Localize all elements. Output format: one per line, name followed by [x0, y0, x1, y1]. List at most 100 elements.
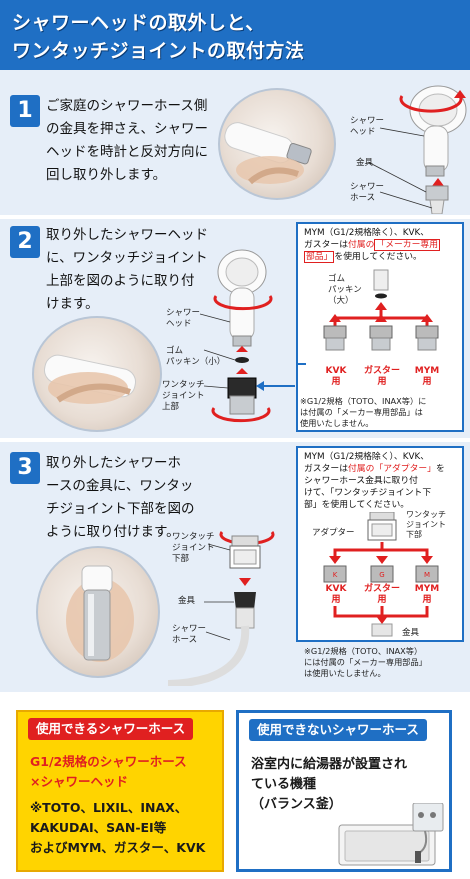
- note-line: MYM（G1/2規格除く）、KVK、: [304, 228, 430, 238]
- unusable-text: 浴室内に給湯器が設置され ている機種 （バランス釜）: [251, 755, 447, 815]
- header-title-line2: ワンタッチジョイントの取付方法: [12, 40, 305, 62]
- svg-text:G: G: [379, 571, 384, 579]
- hand-holding-joint-illustration: [66, 565, 134, 662]
- step2-maker-note: MYM（G1/2規格除く）、KVK、 ガスターは付属の「メーカー専用 部品」を使…: [296, 222, 464, 432]
- note-line: ガスターは付属の「メーカー専用: [304, 239, 462, 251]
- label-line: 用: [422, 377, 432, 387]
- label-line: ジョイント: [172, 543, 215, 553]
- step1-line: の金具を押さえ、シャワー: [46, 121, 208, 137]
- note-line: シャワーホース金具に取り付: [304, 476, 418, 486]
- step3-number: 3: [10, 452, 40, 484]
- adapter-parts-diagram: K G M: [323, 512, 439, 637]
- rotate-arrow-icon: [399, 95, 463, 113]
- shower-head-icon: [409, 85, 467, 177]
- step1-text: ご家庭のシャワーホース側 の金具を押さえ、シャワー ヘッドを時計と反対方向に 回…: [46, 95, 256, 187]
- label-line: パッキン（小）: [166, 357, 226, 367]
- step2-number: 2: [10, 226, 40, 258]
- label-line: シャワー: [350, 116, 385, 126]
- note-span: ガスターは: [304, 464, 348, 474]
- step3-hose-label: シャワーホース: [172, 624, 206, 646]
- step2-line: 取り外したシャワーヘッド: [46, 227, 208, 243]
- label-line: ゴム: [166, 346, 184, 356]
- note-span: ガスターは: [304, 240, 348, 250]
- label-line: ジョイント: [162, 391, 205, 401]
- usable-hose-box: 使用できるシャワーホース G1/2規格のシャワーホース ×シャワーヘッド ※TO…: [16, 710, 224, 872]
- joint-upper-icon: [227, 377, 257, 415]
- note-line: けて、「ワンタッチジョイント下: [304, 488, 432, 498]
- footnote-line: は使用いたしません。: [304, 668, 386, 678]
- footnote-line: には付属の「メーカー専用部品」: [304, 657, 427, 667]
- label-line: シャワー: [172, 624, 207, 634]
- step3-line: チジョイント下部を図の: [46, 501, 195, 517]
- step3-text: 取り外したシャワーホ ースの金具に、ワンタッ チジョイント下部を図の ように取り…: [46, 452, 236, 544]
- note-span-red: 付属の「アダプター」: [348, 464, 436, 474]
- step2-head-label: シャワーヘッド: [166, 308, 200, 330]
- note-gasket-label: ゴムパッキン（大）: [328, 274, 362, 307]
- unusable-line: 浴室内に給湯器が設置され: [251, 757, 408, 772]
- note-span: を使用してください。: [334, 252, 422, 262]
- balance-boiler-bath-illustration: [338, 803, 444, 866]
- hose-fitting-icon: [371, 623, 393, 637]
- footnote-line: ※G1/2規格（TOTO、INAX等）: [304, 646, 423, 656]
- step3-fitting-label: 金具: [178, 596, 196, 606]
- up-arrow-icon: [236, 346, 248, 352]
- label-line: ホース: [172, 635, 198, 645]
- step2-gasket-label: ゴムパッキン（小）: [166, 346, 225, 368]
- up-arrow-icon: [236, 368, 248, 374]
- label-line: シャワー: [350, 182, 385, 192]
- unusable-line: ている機種: [251, 777, 317, 792]
- gaster-part-icon: [369, 325, 393, 351]
- usable-line: ×シャワーヘッド: [30, 774, 128, 789]
- small-gasket-icon: [235, 357, 249, 363]
- label-line: 用: [377, 595, 387, 605]
- step1-parts-diagram: [367, 85, 467, 214]
- step1-fitting-label: 金具: [356, 158, 374, 168]
- note-line: ガスターは付属の「アダプター」を: [304, 463, 462, 475]
- note-span-boxed: 「メーカー専用: [374, 239, 440, 251]
- note-line: 部品」を使用してください。: [304, 251, 462, 263]
- label-line: 下部: [172, 554, 190, 564]
- kvk-part-icon: [323, 325, 347, 351]
- usable-text: G1/2規格のシャワーホース ×シャワーヘッド ※TOTO、LIXIL、INAX…: [30, 752, 220, 858]
- step2-text: 取り外したシャワーヘッド に、ワンタッチジョイント 上部を図のように取り付 けま…: [46, 224, 228, 316]
- adapter-label: アダプター: [312, 528, 355, 538]
- opt-gaster-label: ガスター用: [363, 366, 400, 387]
- step3-footnote: ※G1/2規格（TOTO、INAX等） には付属の「メーカー専用部品」 は使用い…: [304, 646, 466, 679]
- step2-joint-label: ワンタッチジョイント上部: [162, 380, 205, 413]
- mym-adapter-icon: M: [415, 565, 439, 583]
- hose-fitting-icon: [234, 592, 256, 629]
- note-line: MYM（G1/2規格除く）、KVK、: [304, 452, 430, 462]
- label-line: MYM: [414, 366, 440, 376]
- step1-line: 回し取り外します。: [46, 167, 167, 183]
- label-line: 用: [331, 377, 341, 387]
- step1-line: ご家庭のシャワーホース側: [46, 98, 208, 114]
- label-line: （大）: [328, 296, 354, 306]
- svg-text:M: M: [424, 571, 430, 579]
- label-line: ワンタッチ: [406, 510, 446, 519]
- label-line: ガスター: [364, 584, 401, 594]
- label-line: MYM: [414, 584, 440, 594]
- usable-line: G1/2規格のシャワーホース: [30, 754, 187, 769]
- opt-gaster-label: ガスター用: [364, 584, 400, 606]
- joint-lower-icon: [229, 535, 261, 569]
- left-arrow-icon: [256, 381, 264, 391]
- step1-hand-photo: [218, 88, 336, 200]
- note-fitting-label: 金具: [402, 628, 420, 638]
- step1-line: ヘッドを時計と反対方向に: [46, 144, 208, 160]
- step1-head-label: シャワーヘッド: [350, 116, 384, 138]
- usable-line: KAKUDAI、SAN-EI等: [30, 820, 167, 835]
- label-line: ワンタッチ: [172, 532, 215, 542]
- footnote-line: ※G1/2規格（TOTO、INAX等）に: [300, 396, 427, 406]
- label-line: KVK: [325, 366, 347, 376]
- label-line: シャワー: [166, 308, 201, 318]
- label-line: 用: [331, 595, 341, 605]
- label-line: ワンタッチ: [162, 380, 205, 390]
- label-line: 下部: [406, 530, 422, 539]
- step3-parts-diagram: [168, 531, 275, 686]
- step3-line: ースの金具に、ワンタッ: [46, 478, 194, 494]
- step3-hand-photo: [36, 546, 160, 678]
- label-line: ヘッド: [350, 127, 376, 137]
